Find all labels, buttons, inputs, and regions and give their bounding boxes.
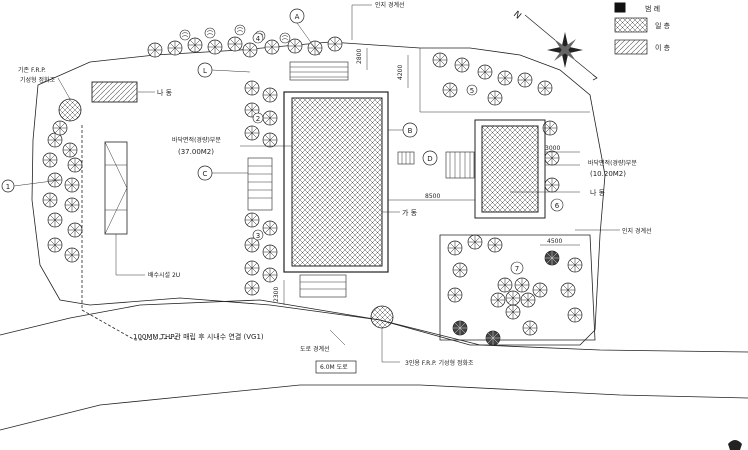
marker-5: 5 <box>466 84 478 96</box>
frp-tank-top-left: 기존 F.R.P. 기성형 정화조 <box>18 66 82 122</box>
frp-tank-bottom: 3인용 F.R.P. 기성형 정화조 <box>370 305 474 367</box>
legend-item-1: 일 층 <box>655 21 671 30</box>
svg-text:A: A <box>295 13 300 21</box>
marker-6: 6 <box>550 198 564 212</box>
boundary-right-label: 인지 경계선 <box>622 227 652 235</box>
marker-1-left: 1 <box>1 179 61 193</box>
trees-lower-right <box>447 234 583 346</box>
svg-text:N: N <box>511 10 523 22</box>
dimension-4200: 4200 <box>397 55 409 88</box>
building-na-right-outline <box>474 119 546 219</box>
marker-A: A <box>289 8 321 56</box>
area-right-label-1: 바닥면적(경량)부분 <box>588 159 637 167</box>
legend-swatch-first-floor <box>614 17 648 33</box>
na-dong-label: 나 동 <box>157 88 173 97</box>
svg-text:2300: 2300 <box>273 287 280 302</box>
legend: 범 례 일 층 이 층 <box>614 2 671 55</box>
svg-text:C: C <box>203 170 208 178</box>
marker-4: 4 <box>252 32 264 44</box>
drainage-structure <box>104 141 128 235</box>
dimension-2300: 2300 <box>273 280 285 305</box>
road-width-box <box>315 360 357 374</box>
legend-title: 범 례 <box>645 4 660 13</box>
frp-top-label-1: 기존 F.R.P. <box>18 66 46 74</box>
svg-text:2: 2 <box>256 115 260 123</box>
building-na-right <box>481 125 539 213</box>
marker-D: D <box>422 150 438 166</box>
svg-text:3: 3 <box>256 232 260 240</box>
legend-item-2: 이 층 <box>655 43 671 52</box>
dimension-4500: 4500 <box>540 238 580 246</box>
svg-text:4: 4 <box>256 35 261 43</box>
drain-label: 배수시설 2U <box>148 271 180 279</box>
pipe-line-left <box>81 125 181 341</box>
flower-bed-cluster <box>490 277 536 320</box>
area-left-label-2: (37.00M2) <box>178 148 214 156</box>
frp-top-label-2: 기성형 정화조 <box>20 76 56 84</box>
marker-7: 7 <box>510 261 524 275</box>
building-ga-outline <box>283 91 389 273</box>
area-left-label-1: 바닥면적(경량)부분 <box>172 136 221 144</box>
building-na-top <box>91 81 138 103</box>
pipe-label: 100MM THP관 매립 후 시내수 연결 (VG1) <box>133 332 264 341</box>
legend-swatch-second-floor <box>614 39 648 55</box>
dimension-8500: 8500 <box>388 193 475 201</box>
svg-text:6: 6 <box>555 202 560 210</box>
marker-B: B <box>388 122 418 138</box>
svg-text:2800: 2800 <box>356 49 363 64</box>
trees-left-column <box>42 120 83 263</box>
compass-rose-icon: N <box>511 10 598 81</box>
svg-text:4200: 4200 <box>397 65 404 80</box>
marker-C: C <box>197 165 248 181</box>
dimension-3000: 3000 <box>545 145 580 153</box>
building-ga <box>291 97 383 267</box>
trees-top-row <box>147 24 343 58</box>
marker-L: L <box>197 62 251 78</box>
frp-bottom-label: 3인용 F.R.P. 기성형 정화조 <box>405 359 474 367</box>
road-boundary-label: 도로 경계선 <box>300 345 330 353</box>
marker-3: 3 <box>252 229 264 241</box>
road-edge-lower <box>0 384 748 431</box>
svg-text:1: 1 <box>6 183 10 191</box>
svg-text:L: L <box>203 67 207 75</box>
road-edge-upper <box>0 299 748 353</box>
svg-text:3000: 3000 <box>545 145 560 152</box>
svg-text:4500: 4500 <box>547 238 562 245</box>
stair-top <box>289 61 349 81</box>
stair-bottom <box>299 274 347 298</box>
svg-text:8500: 8500 <box>425 193 440 200</box>
svg-text:7: 7 <box>515 265 519 273</box>
ga-dong-label: 가 동 <box>402 208 418 217</box>
boundary-top-label: 인지 경계선 <box>375 1 405 9</box>
stair-block-left <box>247 157 273 211</box>
svg-text:5: 5 <box>470 87 474 95</box>
svg-text:D: D <box>427 155 432 163</box>
corner-mark <box>728 440 742 450</box>
dimension-2800: 2800 <box>356 48 368 70</box>
legend-swatch-black <box>614 2 626 13</box>
road-width-label: 6.0M 도로 <box>320 364 348 371</box>
na-dong-right-label: 나 동 <box>590 188 606 197</box>
area-right-label-2: (10.20M2) <box>590 170 626 178</box>
marker-2: 2 <box>252 112 264 124</box>
svg-text:B: B <box>408 127 413 135</box>
